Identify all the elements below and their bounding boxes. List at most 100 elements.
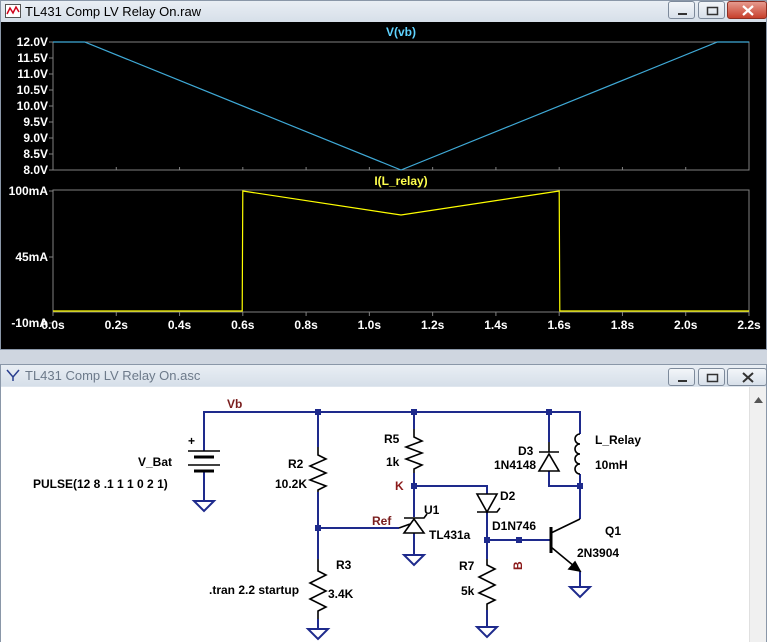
wire[interactable] — [548, 471, 580, 487]
battery-v-bat[interactable] — [188, 450, 220, 473]
shunt-regulator-u1[interactable] — [398, 513, 428, 534]
r7-name: R7 — [459, 559, 475, 573]
minimize-icon — [678, 380, 687, 382]
minimize-button[interactable] — [668, 1, 695, 19]
plot-frame — [52, 189, 750, 313]
x-tick-label: 1.0s — [358, 318, 382, 332]
ground-symbol — [191, 500, 217, 513]
r2-name: R2 — [288, 457, 304, 471]
u1-name: U1 — [424, 503, 440, 517]
ground-symbol — [401, 554, 427, 567]
trace-line[interactable] — [53, 190, 749, 312]
schematic-window: TL431 Comp LV Relay On.asc — [0, 364, 767, 642]
q1-name: Q1 — [605, 524, 621, 538]
battery-value: PULSE(12 8 .1 1 1 0 2 1) — [33, 477, 168, 491]
wire[interactable] — [414, 485, 488, 494]
waveform-titlebar[interactable]: TL431 Comp LV Relay On.raw — [1, 1, 767, 22]
junction — [546, 409, 552, 415]
junction — [411, 483, 417, 489]
ground-symbol — [305, 628, 331, 641]
x-tick-label: 1.2s — [421, 318, 445, 332]
y-tick-label: 100mA — [9, 184, 49, 198]
x-tick-label: 2.2s — [737, 318, 761, 332]
junctions — [315, 409, 583, 543]
schematic-vertical-scrollbar[interactable] — [749, 387, 766, 642]
y-tick-label: 11.5V — [17, 51, 48, 65]
pane-vvb[interactable]: V(vb) 12.0V 11.5V 11.0V 10.5V 10.0V 9.5V 9.0V 8.… — [17, 25, 750, 177]
d2-value: D1N746 — [492, 519, 536, 533]
schematic-canvas[interactable]: Vb + V_Bat PULSE(12 8 .1 1 1 0 2 1) R2 1… — [1, 387, 749, 642]
minimize-icon — [678, 13, 687, 15]
close-icon — [742, 5, 754, 16]
y-tick-label: 8.0V — [23, 163, 48, 177]
waveform-window: TL431 Comp LV Relay On.raw V(vb) 12.0V 11.… — [0, 0, 767, 350]
net-label-vb: Vb — [227, 397, 242, 411]
r2-value: 10.2K — [275, 477, 307, 491]
junction — [484, 537, 490, 543]
close-button[interactable] — [727, 1, 767, 19]
x-tick-label: 1.6s — [548, 318, 572, 332]
junction — [577, 483, 583, 489]
waveform-app-icon — [5, 4, 21, 18]
trace-line[interactable] — [53, 41, 749, 171]
inductor-l-relay[interactable] — [574, 433, 581, 475]
schematic-window-title: TL431 Comp LV Relay On.asc — [25, 368, 201, 383]
r5-name: R5 — [384, 432, 400, 446]
ground-symbol — [567, 586, 593, 599]
x-tick-label: 0.0s — [41, 318, 65, 332]
scroll-up-arrow-icon[interactable] — [750, 391, 767, 408]
zener-diode-d2[interactable] — [475, 493, 501, 514]
y-tick-label: 9.5V — [23, 115, 48, 129]
x-tick-label: 0.4s — [168, 318, 192, 332]
resistor-r3[interactable] — [308, 559, 328, 619]
pin-label-k: K — [395, 479, 404, 493]
battery-name: V_Bat — [138, 455, 172, 469]
waveform-plot-area[interactable]: V(vb) 12.0V 11.5V 11.0V 10.5V 10.0V 9.5V 9.0V 8.… — [1, 22, 766, 349]
r5-value: 1k — [386, 455, 400, 469]
pin-label-b: B — [511, 561, 525, 570]
spice-directive[interactable]: .tran 2.2 startup — [209, 583, 299, 597]
y-tick-label: 12.0V — [17, 35, 48, 49]
schematic-minimize-button[interactable] — [668, 368, 695, 386]
y-tick-label: 9.0V — [23, 131, 48, 145]
restore-icon — [706, 373, 719, 383]
restore-icon — [706, 6, 719, 16]
d3-value: 1N4148 — [494, 458, 536, 472]
inductor-name: L_Relay — [595, 433, 641, 447]
resistor-r2[interactable] — [307, 447, 328, 492]
schematic-maximize-button[interactable] — [698, 368, 725, 386]
x-tick-label: 0.8s — [294, 318, 318, 332]
junction — [315, 525, 321, 531]
maximize-button[interactable] — [698, 1, 725, 19]
diode-d3[interactable] — [537, 442, 561, 472]
q1-value: 2N3904 — [577, 546, 619, 560]
x-tick-label: 2.0s — [674, 318, 698, 332]
trace-label[interactable]: I(L_relay) — [374, 174, 427, 188]
resistor-r7[interactable] — [477, 559, 497, 610]
wire[interactable] — [203, 411, 581, 451]
schematic-close-button[interactable] — [727, 368, 767, 386]
close-icon — [742, 372, 754, 383]
y-tick-label: 11.0V — [17, 67, 48, 81]
d3-name: D3 — [518, 444, 534, 458]
inductor-value: 10mH — [595, 458, 628, 472]
x-tick-label: 1.8s — [611, 318, 635, 332]
r7-value: 5k — [461, 584, 475, 598]
r3-value: 3.4K — [328, 587, 354, 601]
y-tick-label: -10mA — [11, 316, 48, 330]
x-tick-label: 1.4s — [484, 318, 508, 332]
x-tick-label: 0.2s — [105, 318, 129, 332]
schematic-app-icon — [6, 369, 20, 381]
y-tick-label: 45mA — [15, 250, 48, 264]
y-tick-label: 8.5V — [23, 147, 48, 161]
y-tick-label: 10.0V — [17, 99, 48, 113]
waveform-window-title: TL431 Comp LV Relay On.raw — [25, 4, 202, 19]
transistor-q1[interactable] — [549, 518, 582, 573]
r3-name: R3 — [336, 558, 352, 572]
y-tick-label: 10.5V — [17, 83, 48, 97]
trace-label[interactable]: V(vb) — [386, 25, 416, 39]
resistor-r5[interactable] — [403, 429, 425, 473]
junction — [315, 409, 321, 415]
schematic-titlebar[interactable]: TL431 Comp LV Relay On.asc — [1, 365, 767, 386]
